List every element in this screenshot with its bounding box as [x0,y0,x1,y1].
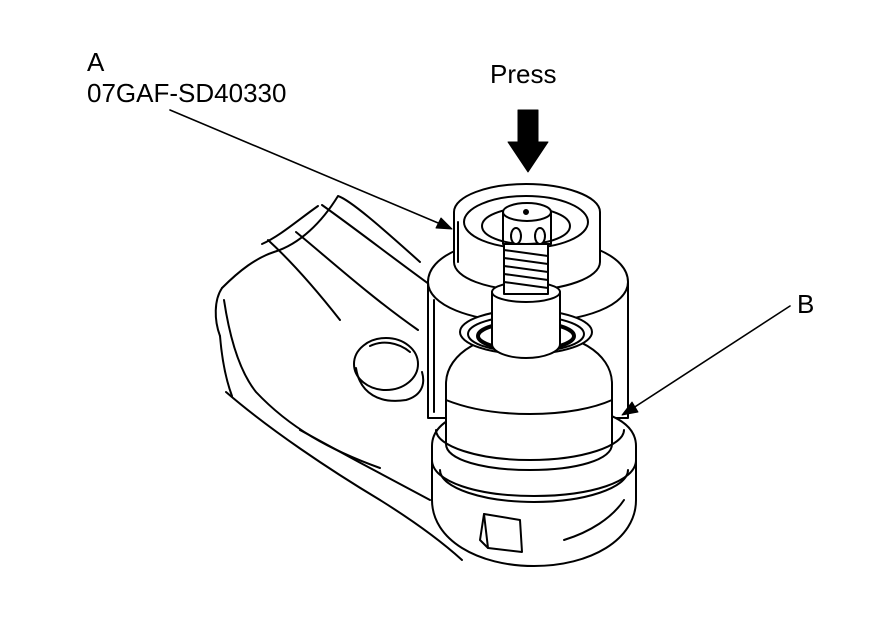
leader-lines [169,109,791,415]
callout-label-a: A [87,47,105,77]
callout-label-b: B [797,289,815,319]
arm-boss [353,337,425,402]
tool-part-number: 07GAF-SD40330 [87,78,287,108]
leader-arrowheads [435,217,639,416]
leader-line-a [169,109,451,229]
leader-arrowhead-b [621,401,639,416]
ball-stud [491,202,561,359]
leader-line-b [623,305,791,415]
leader-arrowhead-a [435,217,453,230]
press-arrow-icon [507,109,549,173]
control-arm [214,195,463,561]
press-label: Press [490,59,557,89]
